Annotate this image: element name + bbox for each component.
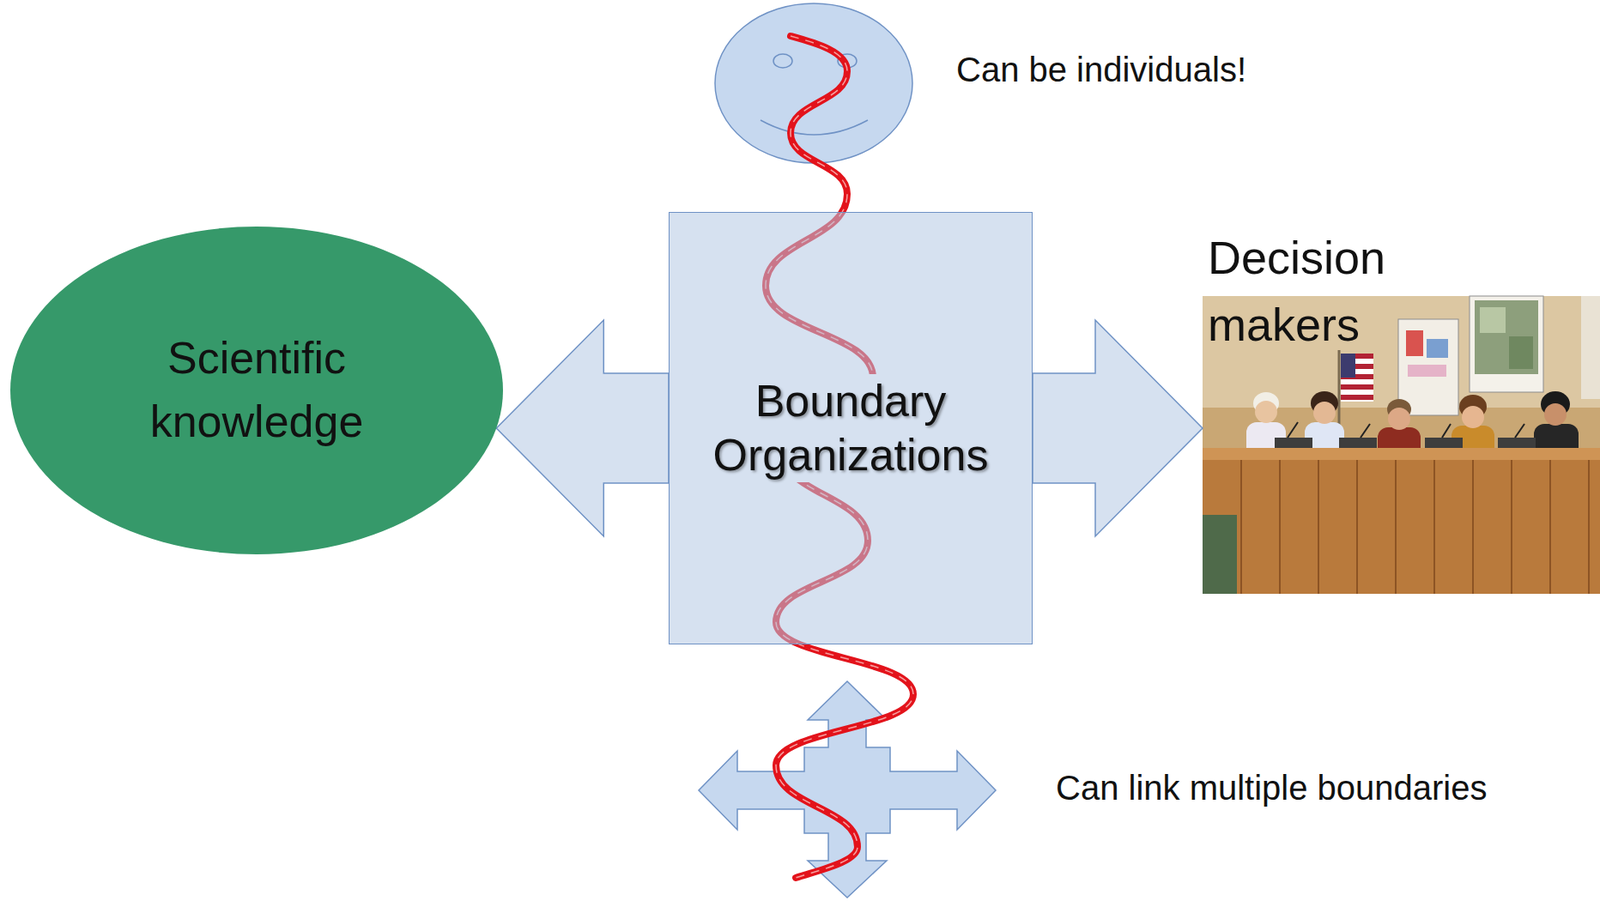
- photo-dais: [1202, 453, 1600, 594]
- photo-aerial: [1509, 336, 1534, 370]
- photo-poster: [1398, 319, 1459, 416]
- photo-nameplate: [1497, 437, 1536, 449]
- photo-person: [1387, 407, 1411, 431]
- photo-aerial: [1474, 300, 1539, 375]
- photo-person: [1313, 401, 1336, 425]
- photo-nameplate: [1339, 437, 1377, 449]
- block-arrow: [1032, 320, 1203, 537]
- photo-aerial: [1479, 307, 1506, 334]
- photo-flag: [1340, 353, 1356, 378]
- photo-dais: [1202, 448, 1600, 461]
- photo-poster: [1581, 296, 1600, 400]
- ellipse-outline: [10, 226, 504, 555]
- smiley-face: [715, 3, 913, 164]
- photo-nameplate: [1424, 437, 1463, 449]
- photo-node: Decision makers: [1202, 224, 1600, 594]
- photo-aerial: [1469, 296, 1544, 393]
- face-eye: [773, 54, 793, 68]
- knowledge-ellipse: Scientific knowledge: [10, 226, 504, 555]
- annotation-label: Can be individuals!: [956, 48, 1247, 91]
- photo-poster: [1406, 330, 1424, 357]
- photo-flag: [1340, 394, 1374, 400]
- photo-flag: [1340, 384, 1374, 390]
- quad-arrow: [698, 681, 996, 898]
- photo-nameplate: [1274, 437, 1313, 449]
- photo-poster: [1426, 339, 1449, 358]
- photo-person: [1254, 400, 1278, 424]
- face-smile: [760, 120, 868, 135]
- photo-flag: [1340, 353, 1374, 402]
- photo-person: [1544, 403, 1567, 426]
- photo-poster: [1407, 364, 1447, 377]
- photo-microphone: [1287, 422, 1525, 438]
- photo-dais: [1241, 460, 1589, 594]
- node-text: Scientific knowledge: [127, 327, 386, 455]
- annotation-label: Can link multiple boundaries: [1055, 767, 1488, 809]
- node-text: Decision makers: [1207, 224, 1483, 359]
- node-text: Boundary Organizations: [689, 374, 1013, 484]
- organization-box: Boundary Organizations: [668, 212, 1033, 645]
- photo-chair: [1202, 515, 1237, 594]
- photo-person: [1461, 406, 1485, 429]
- face-outline: [715, 3, 913, 164]
- block-arrow: [496, 320, 669, 537]
- ellipse-fill: [10, 226, 504, 555]
